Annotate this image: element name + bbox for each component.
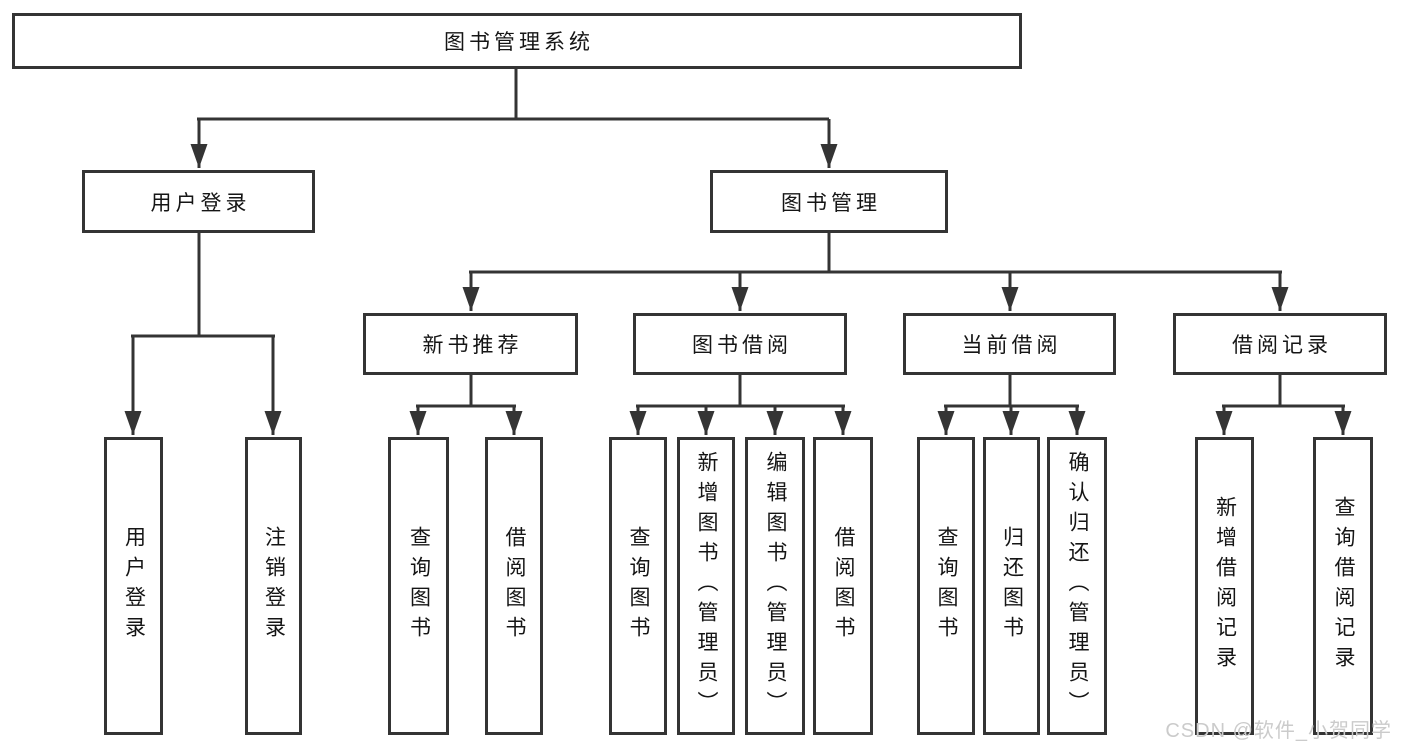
leaf-query-books-current: 查询图书 <box>917 437 975 735</box>
connector-trunks <box>131 69 1345 408</box>
leaf-logout: 注销登录 <box>245 437 302 735</box>
node-book-borrowing: 图书借阅 <box>633 313 847 375</box>
leaf-query-books-borrowing: 查询图书 <box>609 437 667 735</box>
leaf-confirm-return-admin: 确认归还（管理员） <box>1047 437 1107 735</box>
leaf-add-books-admin: 新增图书（管理员） <box>677 437 735 735</box>
leaf-borrow-books-recommend: 借阅图书 <box>485 437 543 735</box>
node-borrowing-records: 借阅记录 <box>1173 313 1387 375</box>
csdn-watermark: CSDN @软件_小贺同学 <box>1165 720 1392 742</box>
node-current-borrowing: 当前借阅 <box>903 313 1116 375</box>
node-book-management: 图书管理 <box>710 170 948 233</box>
leaf-borrow-books: 借阅图书 <box>813 437 873 735</box>
node-new-book-recommendation: 新书推荐 <box>363 313 578 375</box>
leaf-edit-books-admin: 编辑图书（管理员） <box>745 437 805 735</box>
connector-arrows <box>124 119 1352 435</box>
node-library-management-system: 图书管理系统 <box>12 13 1022 69</box>
leaf-add-borrow-record: 新增借阅记录 <box>1195 437 1254 735</box>
leaf-query-books-recommend: 查询图书 <box>388 437 449 735</box>
leaf-query-borrow-record: 查询借阅记录 <box>1313 437 1373 735</box>
leaf-return-books: 归还图书 <box>983 437 1040 735</box>
leaf-user-login: 用户登录 <box>104 437 163 735</box>
node-user-login: 用户登录 <box>82 170 315 233</box>
